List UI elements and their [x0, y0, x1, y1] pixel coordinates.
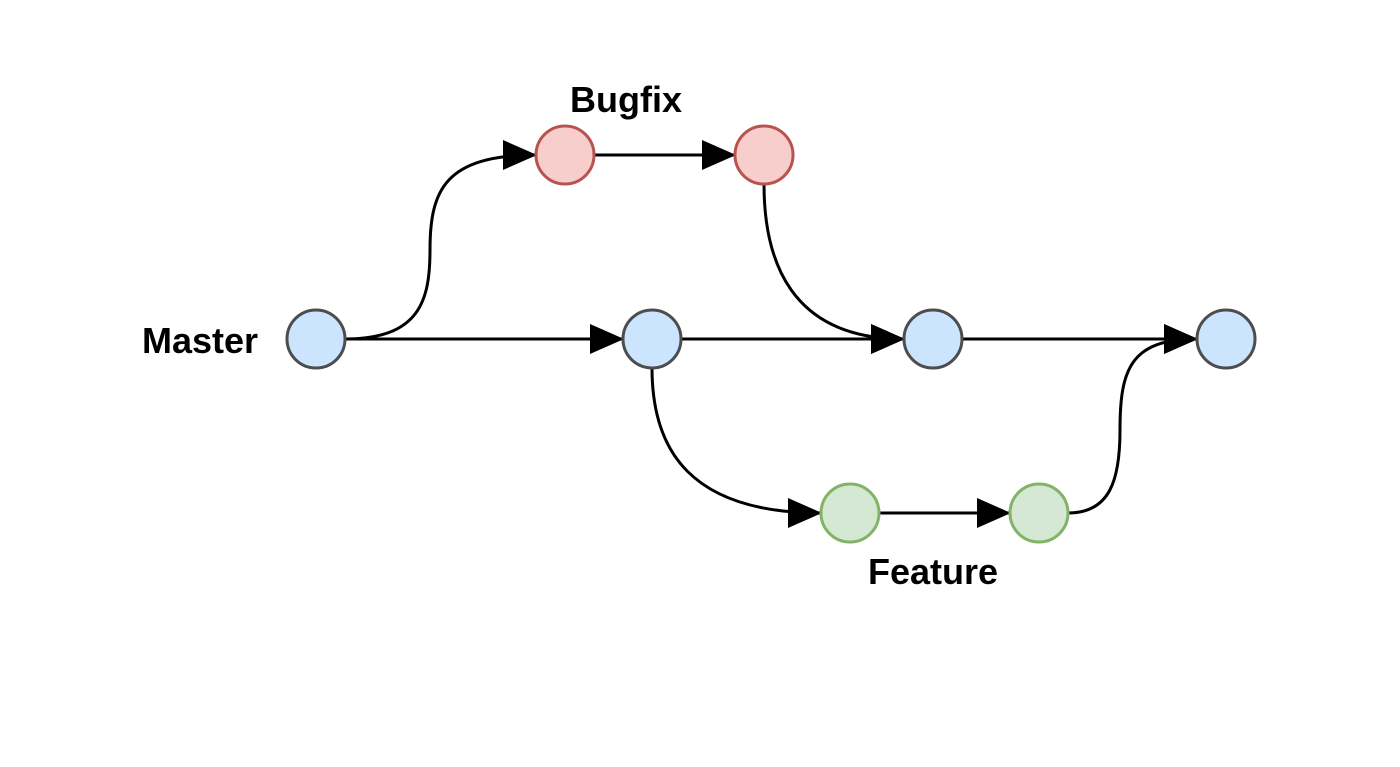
- commit-node-m2: [621, 308, 683, 370]
- edge-b2-m3: [762, 183, 905, 354]
- commit-node-b2: [733, 124, 795, 186]
- nodes-layer: [285, 124, 1257, 544]
- branch-label-master: Master: [142, 320, 258, 361]
- commit-node-f2: [1008, 482, 1070, 544]
- commit-node-f1: [819, 482, 881, 544]
- edge-f2-m4: [1067, 324, 1198, 515]
- commit-node-m4: [1195, 308, 1257, 370]
- edges-layer: [344, 140, 1198, 528]
- edge-m1-b1: [344, 140, 537, 341]
- commit-node-m3: [902, 308, 964, 370]
- commit-node-m1: [285, 308, 347, 370]
- edge-m2-f1: [650, 367, 822, 528]
- branch-label-bugfix: Bugfix: [570, 79, 682, 120]
- commit-node-b1: [534, 124, 596, 186]
- branch-label-feature: Feature: [868, 551, 998, 592]
